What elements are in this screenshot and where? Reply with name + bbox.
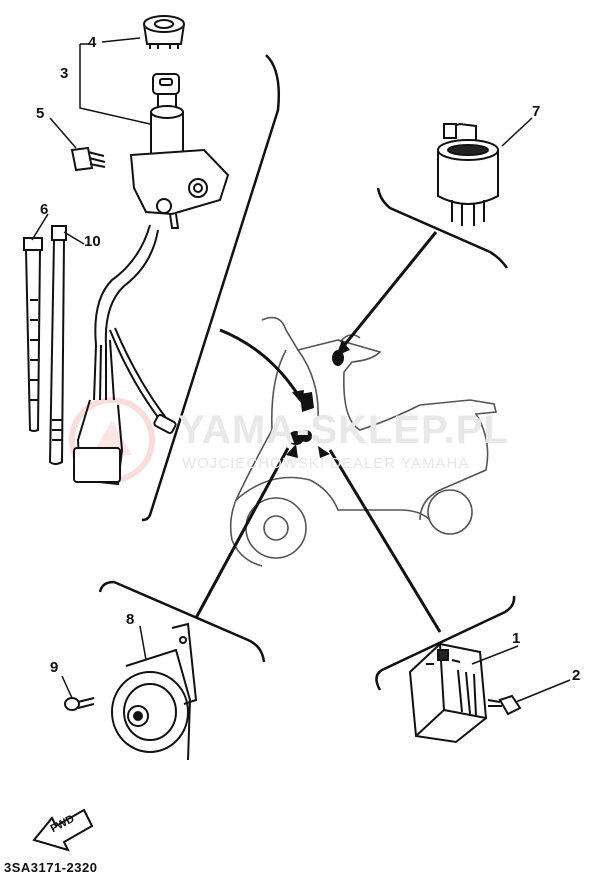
callout-5: 5	[36, 105, 45, 122]
leader-arrowheads	[286, 340, 350, 458]
section-dividers	[98, 54, 516, 691]
callout-1: 1	[512, 630, 521, 647]
main-switch-icon	[129, 105, 230, 229]
cable-tie-10-icon	[48, 225, 67, 465]
callout-9: 9	[50, 659, 59, 676]
regulator-bolt-icon	[487, 694, 522, 716]
callout-3: 3	[60, 65, 69, 82]
switch-cap-icon	[143, 15, 185, 49]
screw-icon	[70, 146, 106, 172]
leader-lines	[194, 231, 442, 633]
part-code: 3SA3171-2320	[4, 860, 98, 875]
horn-bolt-icon	[64, 697, 95, 711]
scooter-outline	[229, 316, 498, 567]
watermark-subtitle: WOJCIECHOWSKI DEALER YAMAHA	[182, 455, 470, 472]
callout-leaders	[31, 37, 571, 703]
callout-8: 8	[126, 611, 135, 628]
horn-icon	[111, 622, 198, 761]
fwd-arrow-icon	[32, 808, 94, 852]
cable-ties	[23, 225, 67, 465]
rectifier-regulator-icon	[408, 642, 488, 744]
callout-4: 4	[88, 34, 97, 51]
callout-6: 6	[40, 201, 49, 218]
main-switch-assembly	[70, 15, 230, 486]
scooter-mount-points	[288, 350, 344, 445]
watermark-title: YAMA-SKLEP.PL	[178, 408, 509, 452]
flasher-relay-icon	[437, 122, 499, 226]
switch-harness-icon	[73, 224, 177, 486]
callout-2: 2	[572, 667, 581, 684]
cable-tie-6-icon	[23, 237, 43, 432]
callout-7: 7	[532, 103, 541, 120]
callout-10: 10	[84, 233, 101, 250]
